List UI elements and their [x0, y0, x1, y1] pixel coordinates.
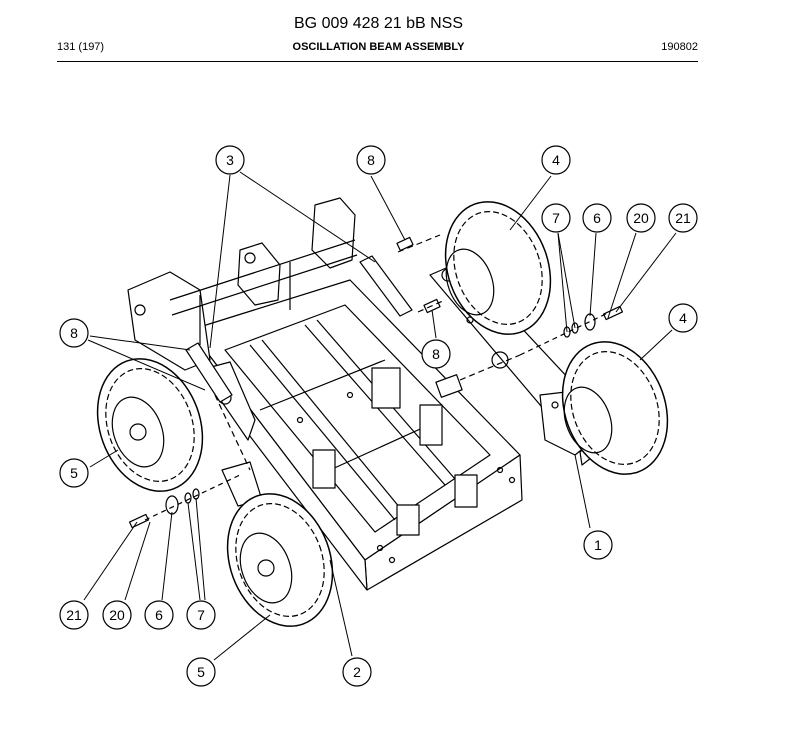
svg-text:21: 21 [675, 210, 691, 226]
header-rule [57, 61, 698, 62]
wheel-front-left [226, 493, 334, 627]
svg-text:6: 6 [155, 607, 163, 623]
svg-text:8: 8 [70, 325, 78, 341]
svg-text:8: 8 [432, 346, 440, 362]
svg-text:5: 5 [197, 664, 205, 680]
callout-2: 2 [342, 657, 372, 687]
callout-8-middle: 8 [421, 339, 451, 369]
svg-text:3: 3 [226, 152, 234, 168]
callout-1: 1 [583, 530, 613, 560]
callout-20-left: 20 [102, 600, 132, 630]
page-title: OSCILLATION BEAM ASSEMBLY [292, 41, 465, 53]
callout-21-right: 21 [668, 203, 698, 233]
callout-21-left: 21 [59, 600, 89, 630]
pivot-cylinders [185, 236, 463, 403]
svg-text:21: 21 [66, 607, 82, 623]
svg-text:1: 1 [594, 537, 602, 553]
callout-5-left: 5 [59, 458, 89, 488]
callouts: 3 8 4 7 6 20 21 4 8 8 5 1 21 20 6 7 5 2 [59, 145, 698, 687]
callout-4-right: 4 [668, 303, 698, 333]
hardware-left [128, 474, 241, 529]
svg-text:20: 20 [633, 210, 649, 226]
center-lines [214, 234, 521, 471]
wheel-rear-left [96, 358, 204, 492]
svg-text:20: 20 [109, 607, 125, 623]
rear-upright [127, 197, 358, 371]
document-code: BG 009 428 21 bB NSS [294, 15, 463, 32]
callout-3: 3 [215, 145, 245, 175]
callout-5-bottom: 5 [186, 657, 216, 687]
callout-6-left: 6 [144, 600, 174, 630]
callout-7-right: 7 [541, 203, 571, 233]
leader-lines [83, 171, 677, 661]
svg-text:8: 8 [367, 152, 375, 168]
svg-text:6: 6 [593, 210, 601, 226]
svg-text:4: 4 [552, 152, 560, 168]
svg-text:7: 7 [197, 607, 205, 623]
callout-8-left: 8 [59, 318, 89, 348]
svg-text:5: 5 [70, 465, 78, 481]
svg-text:4: 4 [679, 310, 687, 326]
wheel-rear-right [444, 201, 552, 335]
callout-4-top: 4 [541, 145, 571, 175]
callout-7-left: 7 [186, 600, 216, 630]
page-number: 131 (197) [57, 41, 105, 53]
callout-8-top: 8 [356, 145, 386, 175]
date-code: 190802 [661, 41, 698, 53]
callout-20-right: 20 [626, 203, 656, 233]
callout-6-right: 6 [582, 203, 612, 233]
svg-text:7: 7 [552, 210, 560, 226]
wheel-front-right [561, 341, 669, 475]
svg-text:2: 2 [353, 664, 361, 680]
